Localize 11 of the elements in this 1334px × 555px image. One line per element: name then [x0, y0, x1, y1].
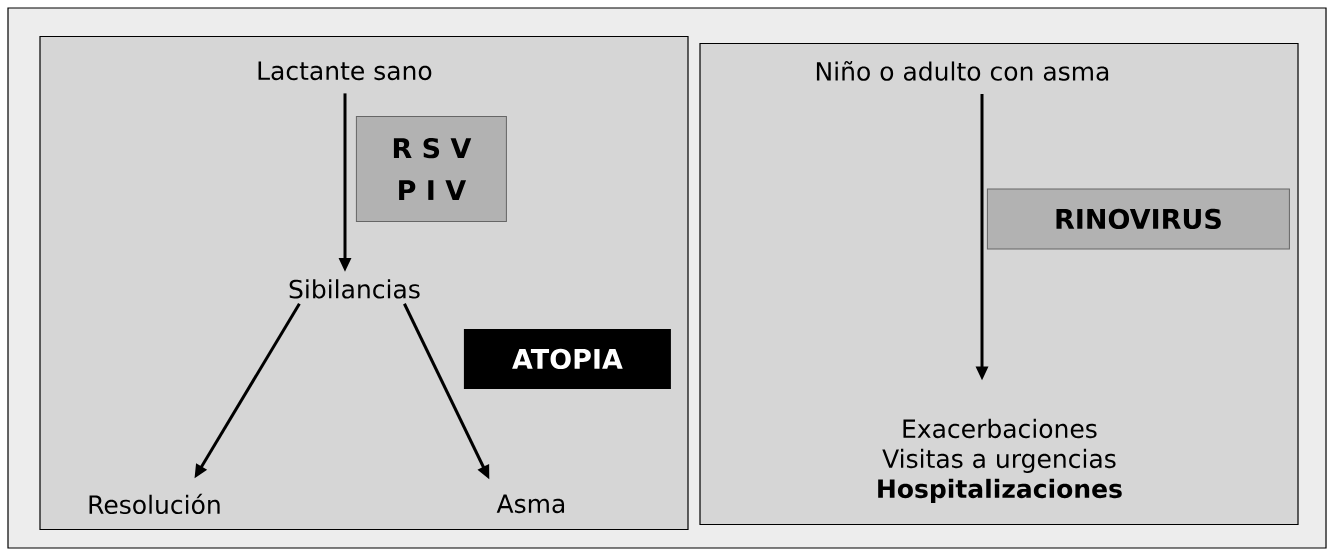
label-text: Sibilancias — [289, 279, 420, 299]
label-text: Niño o adulto con asma — [816, 61, 1109, 81]
label-text: Resolución — [89, 493, 220, 515]
panel — [39, 35, 689, 531]
factor-box: ATOPIA — [463, 328, 671, 389]
label-text: Lactante sano — [258, 61, 432, 81]
virus-box: R S V P I V — [355, 115, 507, 222]
panel — [699, 42, 1299, 526]
label-text: Exacerbaciones Visitas a urgencias Hospitalizaciones — [878, 418, 1122, 503]
label-text: Asma — [496, 494, 565, 514]
virus-box: RINOVIRUS — [986, 188, 1290, 250]
